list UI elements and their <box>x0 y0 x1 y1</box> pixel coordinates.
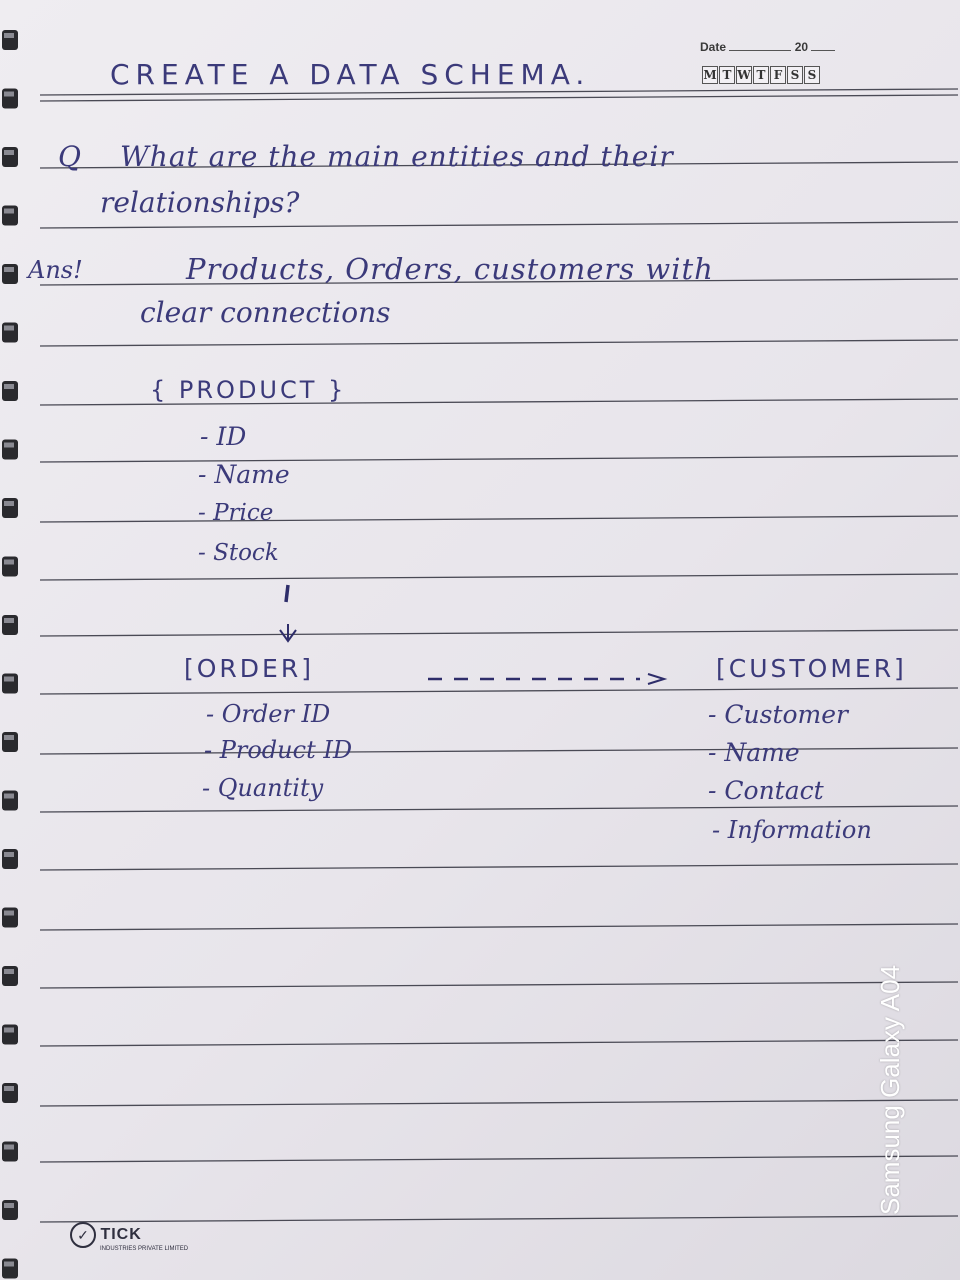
product-order-connector <box>284 584 290 603</box>
rule-line <box>39 1039 959 1047</box>
rule-line <box>39 1155 959 1163</box>
rule-line <box>39 88 959 96</box>
answer-marker: Ans! <box>28 256 83 284</box>
spiral-coil-highlight <box>4 33 14 38</box>
rule-line <box>39 1215 959 1223</box>
brand-subtitle: INDUSTRIES PRIVATE LIMITED <box>100 1246 189 1252</box>
customer-field-contact: - Contact <box>708 776 824 805</box>
product-field-id: - ID <box>200 422 247 451</box>
spiral-coil-highlight <box>4 793 14 799</box>
order-field-quantity: - Quantity <box>202 774 324 802</box>
brand-name: TICK <box>100 1226 142 1243</box>
order-field-product-id: - Product ID <box>204 736 353 764</box>
brand-logo: ✓ TICK INDUSTRIES PRIVATE LIMITED <box>70 1222 188 1252</box>
question-line-2: relationships? <box>100 186 300 219</box>
rule-line <box>39 1099 959 1107</box>
customer-heading: [CUSTOMER] <box>716 654 907 683</box>
rule-line <box>39 805 959 813</box>
rule-line <box>39 94 959 102</box>
order-field-order-id: - Order ID <box>206 700 331 728</box>
spiral-coil-highlight <box>4 676 14 682</box>
spiral-coil-highlight <box>4 1144 14 1150</box>
spiral-coil-highlight <box>4 852 14 857</box>
spiral-coil-highlight <box>4 910 14 916</box>
spiral-coil-highlight <box>4 208 14 214</box>
spiral-coil-highlight <box>4 969 14 974</box>
product-field-name: - Name <box>198 460 290 489</box>
rule-line <box>39 573 959 581</box>
rule-line <box>39 863 959 871</box>
spiral-coil-highlight <box>4 1027 14 1033</box>
spiral-coil-highlight <box>4 618 14 623</box>
rule-line <box>39 981 959 989</box>
right-arrow-icon <box>647 673 668 685</box>
customer-field-customer: - Customer <box>708 700 849 729</box>
rule-line <box>39 515 959 523</box>
product-field-stock: - Stock <box>198 540 279 566</box>
spiral-coil-highlight <box>4 501 14 506</box>
product-heading: { PRODUCT } <box>150 376 347 404</box>
spiral-coil-highlight <box>4 384 14 389</box>
spiral-coil-highlight <box>4 267 14 272</box>
rule-line <box>39 747 959 755</box>
spiral-coil-highlight <box>4 1261 14 1267</box>
page-title: CREATE A DATA SCHEMA. <box>110 58 591 91</box>
spiral-coil-highlight <box>4 1203 14 1208</box>
order-heading: [ORDER] <box>184 654 314 683</box>
spiral-coil-highlight <box>4 442 14 448</box>
camera-watermark: Samsung Galaxy A04 <box>875 964 905 1215</box>
spiral-coil-highlight <box>4 150 14 155</box>
spiral-coil-highlight <box>4 1086 14 1091</box>
down-arrow-icon <box>279 629 297 643</box>
date-label: Date 20 <box>700 40 836 54</box>
spiral-coil-highlight <box>4 325 14 331</box>
rule-line <box>39 687 959 695</box>
rule-line <box>39 161 959 169</box>
product-field-price: - Price <box>198 500 274 526</box>
answer-line-1: Products, Orders, customers with <box>186 252 714 286</box>
question-line-1: What are the main entities and their <box>120 140 674 173</box>
customer-field-name: - Name <box>708 738 800 767</box>
spiral-binding <box>2 30 18 1279</box>
spiral-coil-highlight <box>4 735 14 740</box>
rule-line <box>39 923 959 931</box>
question-marker: Q <box>58 140 81 173</box>
answer-line-2: clear connections <box>140 296 391 329</box>
spiral-coil-highlight <box>4 559 14 565</box>
rule-line <box>39 339 959 347</box>
rule-line <box>39 278 959 286</box>
rule-line <box>39 455 959 463</box>
rule-line <box>39 221 959 229</box>
rule-line <box>39 629 959 637</box>
rule-line <box>39 398 959 406</box>
customer-field-information: - Information <box>712 816 872 844</box>
spiral-coil-highlight <box>4 91 14 97</box>
check-icon: ✓ <box>70 1222 96 1248</box>
